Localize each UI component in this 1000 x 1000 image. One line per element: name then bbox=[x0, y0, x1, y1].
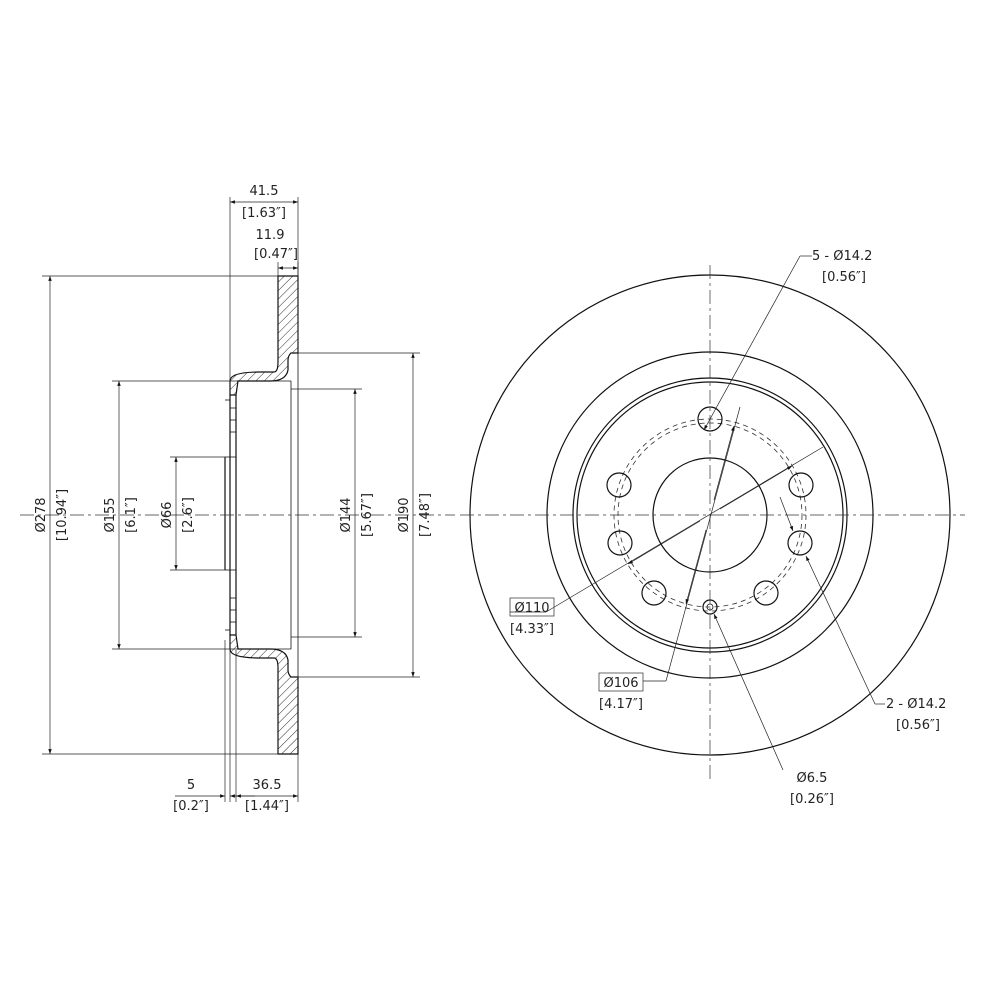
side-section-view bbox=[20, 275, 455, 755]
bolt-circle-b-mm: Ø106 bbox=[603, 676, 638, 691]
lug-hole bbox=[697, 406, 723, 432]
front-view bbox=[460, 265, 965, 782]
hat-wall-mm: 5 bbox=[187, 778, 195, 793]
width-overall-inch: [1.63″] bbox=[242, 206, 286, 221]
lug-hole bbox=[753, 580, 779, 606]
lug-holes-inch: [0.56″] bbox=[822, 270, 866, 285]
extra-hole bbox=[607, 530, 633, 556]
width-overall-mm: 41.5 bbox=[250, 184, 279, 199]
lug-hole bbox=[788, 472, 814, 498]
offset-depth-inch: [1.44″] bbox=[245, 799, 289, 814]
disc-thickness-inch: [0.47″] bbox=[254, 247, 298, 262]
extra-holes-inch: [0.56″] bbox=[896, 718, 940, 733]
hat-diameter-inch: [6.1″] bbox=[124, 497, 139, 533]
disc-thickness-mm: 11.9 bbox=[256, 228, 285, 243]
lug-hole bbox=[641, 580, 667, 606]
inner-hat-diameter-mm: Ø144 bbox=[339, 497, 354, 532]
side-dimensions: 41.5 [1.63″] 11.9 [0.47″] Ø278 [10.94″] … bbox=[34, 184, 433, 814]
lug-hole bbox=[606, 472, 632, 498]
bolt-circle-b-inch: [4.17″] bbox=[599, 697, 643, 712]
lug-holes-mm: 5 - Ø14.2 bbox=[812, 249, 872, 264]
outer-diameter-inch: [10.94″] bbox=[55, 489, 70, 541]
inner-hat-diameter-inch: [5.67″] bbox=[360, 493, 375, 537]
extra-hole bbox=[787, 530, 813, 556]
center-bore-inch: [2.6″] bbox=[181, 497, 196, 533]
inner-friction-diameter-inch: [7.48″] bbox=[418, 493, 433, 537]
hat-diameter-mm: Ø155 bbox=[103, 497, 118, 532]
section-top bbox=[229, 275, 299, 396]
front-callouts: 5 - Ø14.2 [0.56″] 2 - Ø14.2 [0.56″] Ø110… bbox=[509, 249, 946, 807]
hat-wall-inch: [0.2″] bbox=[173, 799, 209, 814]
center-bore-mm: Ø66 bbox=[160, 502, 175, 529]
offset-depth-mm: 36.5 bbox=[253, 778, 282, 793]
section-bottom bbox=[229, 634, 299, 755]
set-screw-inch: [0.26″] bbox=[790, 792, 834, 807]
bolt-circle-a-inch: [4.33″] bbox=[510, 622, 554, 637]
outer-diameter-mm: Ø278 bbox=[34, 497, 49, 532]
extra-holes-mm: 2 - Ø14.2 bbox=[886, 697, 946, 712]
set-screw-mm: Ø6.5 bbox=[797, 771, 828, 786]
bolt-circle-a-mm: Ø110 bbox=[514, 601, 549, 616]
inner-friction-diameter-mm: Ø190 bbox=[397, 497, 412, 532]
